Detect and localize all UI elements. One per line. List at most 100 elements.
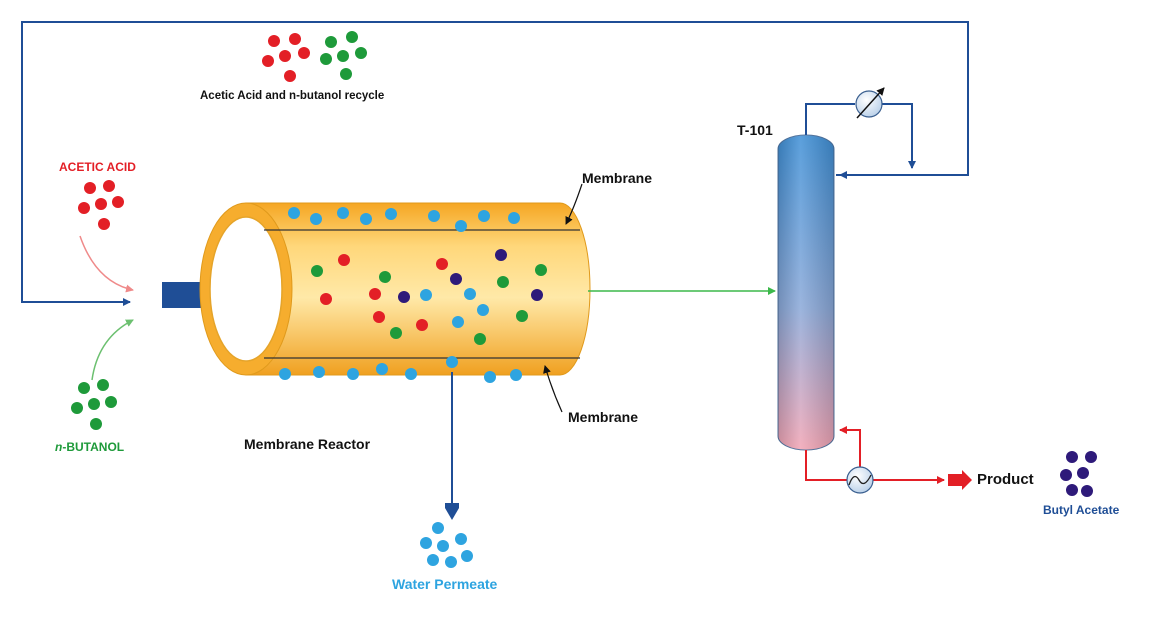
product-label: Product (977, 471, 1034, 488)
acetic-acid-molecule (436, 258, 448, 270)
membrane-top-pointer (565, 183, 583, 225)
distillation-column (777, 134, 835, 451)
water-molecule (310, 213, 322, 225)
butanol-molecule (346, 31, 358, 43)
acetic-acid-molecule (262, 55, 274, 67)
water-molecule (428, 210, 440, 222)
butanol-molecule (390, 327, 402, 339)
acetic-acid-feed-line (79, 235, 134, 293)
water-molecule (420, 537, 432, 549)
water-molecule (452, 316, 464, 328)
water-molecule (484, 371, 496, 383)
butyl-acetate-molecule (1066, 484, 1078, 496)
water-molecule (437, 540, 449, 552)
butanol-molecule (337, 50, 349, 62)
water-permeate-arrowhead (445, 503, 459, 520)
water-molecule (510, 369, 522, 381)
butyl-acetate-molecule (531, 289, 543, 301)
butyl-acetate-molecule (495, 249, 507, 261)
column-label: T-101 (737, 122, 773, 138)
butanol-molecule (516, 310, 528, 322)
acetic-acid-molecule (95, 198, 107, 210)
water-molecule (432, 522, 444, 534)
butanol-molecule (325, 36, 337, 48)
membrane-bottom-label: Membrane (568, 409, 639, 425)
butanol-molecule (105, 396, 117, 408)
butyl-acetate-molecule (1085, 451, 1097, 463)
water-molecule (347, 368, 359, 380)
butanol-molecule (311, 265, 323, 277)
butanol-molecule (340, 68, 352, 80)
butanol-feed-line (91, 319, 134, 381)
water-molecule (461, 550, 473, 562)
butyl-acetate-molecule (1066, 451, 1078, 463)
butanol-label: n-BUTANOL (55, 440, 124, 454)
recycle-label: Acetic Acid and n-butanol recycle (200, 90, 385, 102)
butyl-acetate-molecule (1077, 467, 1089, 479)
acetic-acid-molecule (268, 35, 280, 47)
acetic-acid-molecule (279, 50, 291, 62)
water-molecule (376, 363, 388, 375)
water-molecule (279, 368, 291, 380)
membrane-bottom-pointer (543, 365, 563, 413)
acetic-acid-molecule (289, 33, 301, 45)
acetic-acid-molecule (112, 196, 124, 208)
acetic-acid-molecule (98, 218, 110, 230)
membrane-reactor (199, 202, 591, 376)
water-molecule (446, 356, 458, 368)
butanol-molecule (320, 53, 332, 65)
acetic-acid-molecule (369, 288, 381, 300)
water-permeate-label: Water Permeate (392, 576, 498, 592)
butanol-molecule (355, 47, 367, 59)
water-molecule (478, 210, 490, 222)
bottoms-line (805, 450, 848, 481)
overhead-line (805, 103, 855, 135)
butyl-acetate-molecule (450, 273, 462, 285)
water-molecule (405, 368, 417, 380)
butanol-molecule (474, 333, 486, 345)
water-molecule (477, 304, 489, 316)
reboiler-return-line (839, 426, 861, 467)
butyl-acetate-molecule (398, 291, 410, 303)
reflux-line (882, 103, 916, 169)
acetic-acid-molecule (84, 182, 96, 194)
acetic-acid-molecule (78, 202, 90, 214)
water-molecule (464, 288, 476, 300)
product-arrow-icon (948, 470, 972, 490)
water-molecule (288, 207, 300, 219)
water-molecule (337, 207, 349, 219)
butanol-molecule (88, 398, 100, 410)
butanol-molecule (71, 402, 83, 414)
butyl-acetate-molecule (1081, 485, 1093, 497)
butyl-acetate-label: Butyl Acetate (1043, 503, 1120, 517)
butyl-acetate-molecule (1060, 469, 1072, 481)
acetic-acid-molecule (320, 293, 332, 305)
acetic-acid-molecule (284, 70, 296, 82)
water-molecule (427, 554, 439, 566)
butanol-label-rest: -BUTANOL (62, 440, 125, 454)
water-molecule (420, 289, 432, 301)
reactor-label: Membrane Reactor (244, 436, 371, 452)
butanol-molecule (97, 379, 109, 391)
water-molecule (445, 556, 457, 568)
water-molecule (455, 533, 467, 545)
butanol-molecule (78, 382, 90, 394)
acetic-acid-molecule (416, 319, 428, 331)
water-molecule (313, 366, 325, 378)
acetic-acid-label: ACETIC ACID (59, 160, 136, 174)
acetic-acid-molecule (298, 47, 310, 59)
acetic-acid-molecule (103, 180, 115, 192)
water-molecule (360, 213, 372, 225)
butanol-molecule (90, 418, 102, 430)
butanol-molecule (497, 276, 509, 288)
condenser-icon (855, 87, 885, 119)
membrane-top-label: Membrane (582, 170, 653, 186)
butanol-molecule (535, 264, 547, 276)
water-molecule (385, 208, 397, 220)
water-molecule (455, 220, 467, 232)
acetic-acid-molecule (373, 311, 385, 323)
acetic-acid-molecule (338, 254, 350, 266)
reboiler-icon (846, 466, 874, 494)
butanol-label-prefix: n (55, 440, 63, 454)
